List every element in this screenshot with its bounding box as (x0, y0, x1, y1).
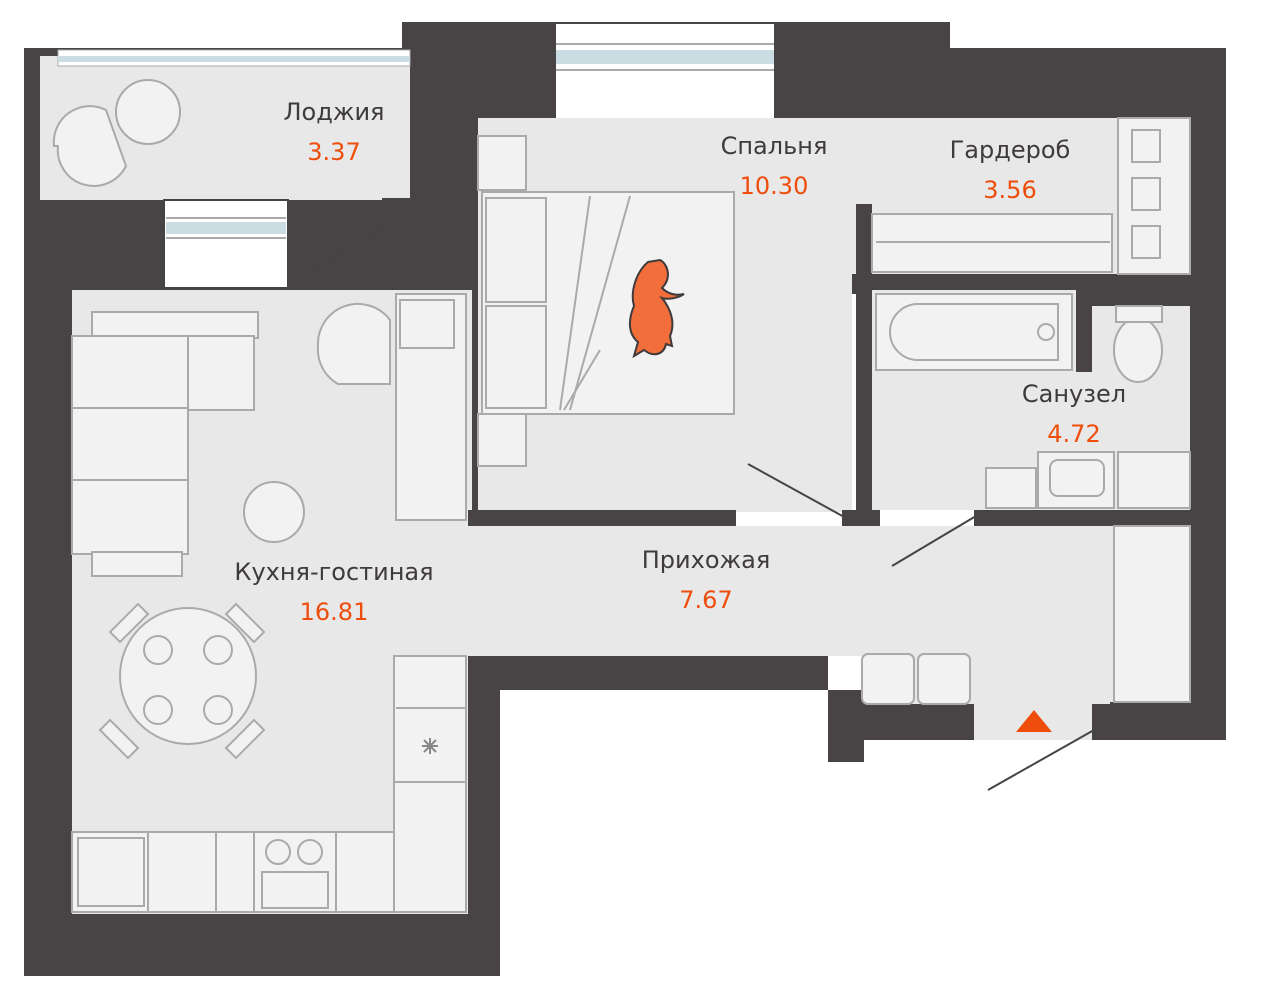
living-furniture (71, 293, 467, 760)
room-bathroom: Санузел 4.72 (1022, 380, 1126, 448)
room-loggia: Лоджия 3.37 (284, 98, 385, 166)
room-name-hallway: Прихожая (642, 546, 771, 574)
fridge-snowflake-icon (422, 738, 438, 754)
bedroom-furniture (477, 135, 735, 467)
door-lines (301, 225, 1095, 791)
room-name-loggia: Лоджия (284, 98, 385, 126)
wardrobe-furniture (871, 117, 1191, 275)
entrance-arrow-icon (1016, 710, 1052, 732)
room-area-bedroom: 10.30 (740, 172, 809, 200)
room-wardrobe: Гардероб 3.56 (950, 136, 1071, 204)
kitchen-furniture (71, 655, 467, 913)
room-area-wardrobe: 3.56 (983, 176, 1036, 204)
room-bedroom: Спальня 10.30 (721, 132, 828, 200)
room-name-bedroom: Спальня (721, 132, 828, 160)
room-hallway: Прихожая 7.67 (642, 546, 771, 614)
cat-icon (628, 258, 685, 359)
room-area-living: 16.81 (300, 598, 369, 626)
windows (57, 24, 774, 289)
room-area-bathroom: 4.72 (1047, 420, 1100, 448)
interior-walls (382, 198, 1226, 740)
room-living: Кухня-гостиная 16.81 (234, 558, 433, 626)
hallway-furniture (861, 525, 1191, 705)
room-name-living: Кухня-гостиная (234, 558, 433, 586)
room-name-wardrobe: Гардероб (950, 136, 1071, 164)
room-name-bathroom: Санузел (1022, 380, 1126, 408)
bathroom-furniture (875, 293, 1191, 509)
room-area-loggia: 3.37 (307, 138, 360, 166)
loggia-furniture (52, 79, 181, 187)
room-area-hallway: 7.67 (679, 586, 732, 614)
